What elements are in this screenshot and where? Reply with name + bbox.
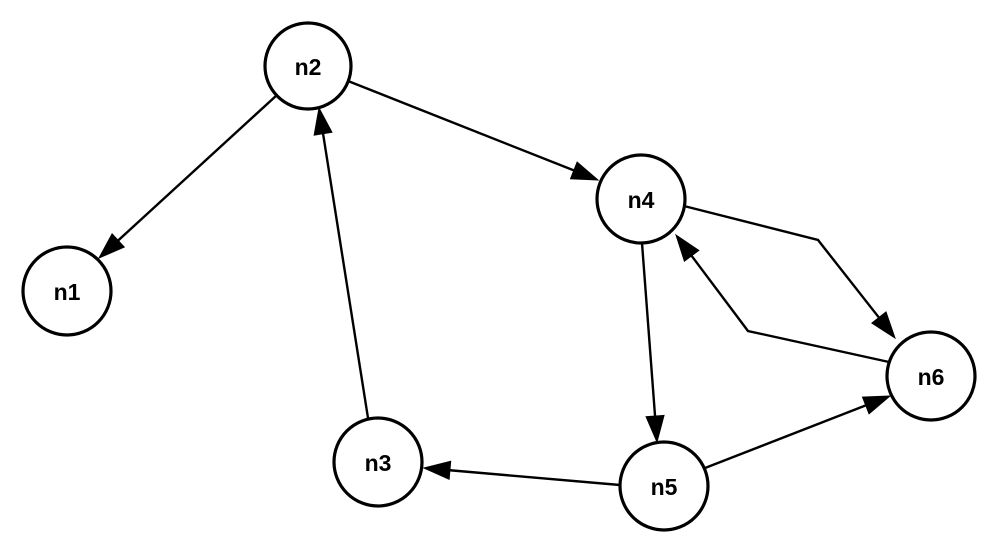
edge-n2-to-n4[interactable] [347,79,600,181]
edge-n4-to-n5[interactable] [640,242,665,444]
node-label: n1 [54,279,81,305]
edge-n2-to-n1[interactable] [97,94,278,260]
arrow-head-icon [675,233,700,263]
node-circle[interactable] [885,330,977,422]
node-label: n4 [628,187,655,213]
node-label: n2 [295,54,322,80]
edge-n4-to-n6[interactable] [683,204,896,340]
edge-line [704,404,867,470]
edge-n5-to-n3[interactable] [422,460,621,487]
edge-line [117,94,278,242]
edge-line [690,255,890,364]
arrow-head-icon [569,161,600,181]
edge-n3-to-n2[interactable] [313,106,370,419]
arrow-head-icon [861,395,892,415]
edges-layer [97,79,896,487]
node-label: n3 [365,450,392,476]
node-circle[interactable] [21,245,113,337]
edge-n6-to-n4[interactable] [675,233,890,364]
arrow-head-icon [422,460,452,480]
edge-line [321,133,370,419]
edge-line [449,469,621,487]
node-n5[interactable]: n5 [618,440,710,532]
node-circle[interactable] [595,153,687,245]
node-n4[interactable]: n4 [595,153,687,245]
arrow-head-icon [870,311,896,340]
nodes-layer: n1 n2 n3 n4 n5 n6 [21,21,977,532]
edge-line [683,204,880,319]
edge-n5-to-n6[interactable] [704,395,892,470]
node-n2[interactable]: n2 [263,21,353,111]
node-circle[interactable] [263,21,353,111]
node-n1[interactable]: n1 [21,245,113,337]
edge-line [640,242,657,417]
node-label: n6 [918,364,945,390]
arrow-head-icon [97,232,126,260]
node-n6[interactable]: n6 [885,330,977,422]
node-label: n5 [651,474,678,500]
node-n3[interactable]: n3 [332,416,424,508]
node-circle[interactable] [618,440,710,532]
edge-line [347,79,575,172]
arrow-head-icon [645,414,665,444]
arrow-head-icon [313,106,333,136]
node-circle[interactable] [332,416,424,508]
